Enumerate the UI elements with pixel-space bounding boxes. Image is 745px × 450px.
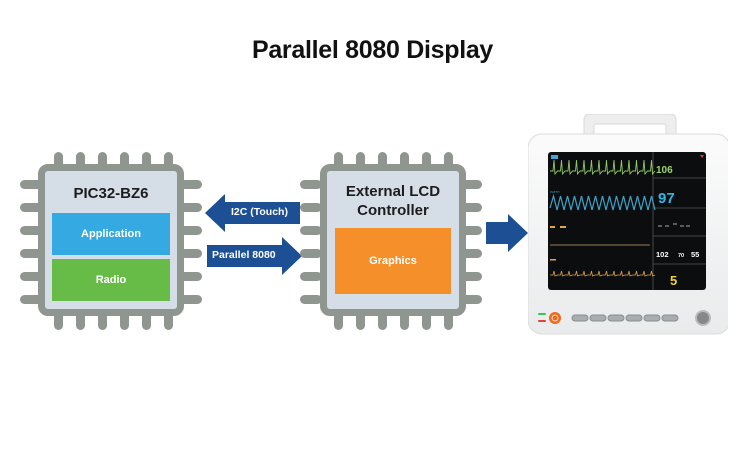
- chip-pin: [334, 312, 343, 330]
- chip-pin: [180, 203, 202, 212]
- controller-chip: External LCD Controller Graphics: [300, 152, 482, 330]
- display-arrow-shape: [486, 214, 528, 252]
- chip-pin: [460, 203, 482, 212]
- chip-pin: [460, 249, 482, 258]
- chip-pin: [300, 226, 322, 235]
- application-label: Application: [81, 228, 141, 240]
- mcu-chip-body: PIC32-BZ6 Application Radio: [38, 164, 184, 316]
- i2c-arrow: [205, 194, 300, 232]
- chip-pin: [180, 226, 202, 235]
- chip-pin: [460, 272, 482, 281]
- controller-label-line2: Controller: [357, 202, 429, 219]
- application-block: Application: [52, 213, 170, 255]
- soft-key-button: [607, 314, 625, 322]
- chip-pin: [20, 272, 42, 281]
- resp-waveform: [550, 270, 656, 277]
- chip-pin: [180, 295, 202, 304]
- chip-pin: [54, 152, 63, 170]
- chip-pin: [400, 152, 409, 170]
- chip-pin: [180, 180, 202, 189]
- chip-pin: [356, 312, 365, 330]
- chip-pin: [300, 203, 322, 212]
- chip-pin: [180, 272, 202, 281]
- rotary-knob-icon: [695, 310, 711, 326]
- chip-pin: [76, 152, 85, 170]
- nibp-map-value: 55: [691, 250, 699, 259]
- parallel-arrow-shape: [207, 237, 302, 275]
- chip-pin: [334, 152, 343, 170]
- nibp-sys-value: 102: [656, 250, 669, 259]
- chip-pin: [300, 295, 322, 304]
- soft-key-button: [589, 314, 607, 322]
- chip-pin: [164, 152, 173, 170]
- parallel-arrow: [207, 237, 302, 275]
- chip-pin: [20, 295, 42, 304]
- radio-block: Radio: [52, 259, 170, 301]
- chip-pin: [98, 152, 107, 170]
- patient-monitor: PLETH 106 97 102 70 55 5: [528, 114, 728, 335]
- chip-pin: [142, 152, 151, 170]
- chip-pin: [378, 152, 387, 170]
- chip-pin: [142, 312, 151, 330]
- chip-pin: [444, 152, 453, 170]
- chip-pin: [460, 180, 482, 189]
- chip-pin: [20, 203, 42, 212]
- monitor-handle: [583, 114, 677, 137]
- chip-pin: [400, 312, 409, 330]
- mcu-chip: PIC32-BZ6 Application Radio: [20, 152, 202, 330]
- ecg-waveform: [550, 159, 656, 176]
- diagram-title: Parallel 8080 Display: [251, 36, 494, 64]
- graphics-label: Graphics: [369, 255, 417, 267]
- chip-pin: [460, 226, 482, 235]
- i2c-arrow-label: I2C (Touch): [231, 206, 288, 218]
- chip-pin: [356, 152, 365, 170]
- chip-pin: [120, 152, 129, 170]
- chip-pin: [422, 152, 431, 170]
- monitor-screen: [548, 152, 706, 290]
- i2c-arrow-shape: [205, 194, 300, 232]
- status-led-red: [538, 320, 546, 322]
- chip-pin: [76, 312, 85, 330]
- chip-pin: [20, 180, 42, 189]
- graphics-block: Graphics: [335, 228, 451, 294]
- radio-label: Radio: [95, 274, 127, 286]
- resp-value: 5: [670, 273, 677, 288]
- power-button-icon: [549, 312, 561, 324]
- chip-pin: [98, 312, 107, 330]
- mcu-label: PIC32-BZ6: [73, 185, 149, 202]
- chip-pin: [120, 312, 129, 330]
- controller-chip-body: External LCD Controller Graphics: [320, 164, 466, 316]
- chip-pin: [444, 312, 453, 330]
- chip-pin: [54, 312, 63, 330]
- soft-key-button: [625, 314, 643, 322]
- chip-pin: [300, 180, 322, 189]
- pleth-waveform-label: PLETH: [550, 190, 559, 194]
- controller-label-line1: External LCD: [345, 183, 441, 200]
- chip-pin: [20, 226, 42, 235]
- soft-key-button: [643, 314, 661, 322]
- soft-key-button: [571, 314, 589, 322]
- status-led-green: [538, 313, 546, 315]
- chip-pin: [164, 312, 173, 330]
- parallel-arrow-label: Parallel 8080: [212, 249, 276, 261]
- chip-pin: [460, 295, 482, 304]
- chip-pin: [300, 249, 322, 258]
- chip-pin: [20, 249, 42, 258]
- heart-rate-value: 106: [656, 165, 673, 176]
- chip-pin: [180, 249, 202, 258]
- nibp-dia-value: 70: [678, 253, 684, 259]
- chip-pin: [422, 312, 431, 330]
- soft-key-button: [661, 314, 679, 322]
- chip-pin: [300, 272, 322, 281]
- spo2-value: 97: [658, 190, 675, 207]
- display-arrow: [486, 214, 528, 252]
- pleth-waveform: [549, 193, 656, 211]
- chip-pin: [378, 312, 387, 330]
